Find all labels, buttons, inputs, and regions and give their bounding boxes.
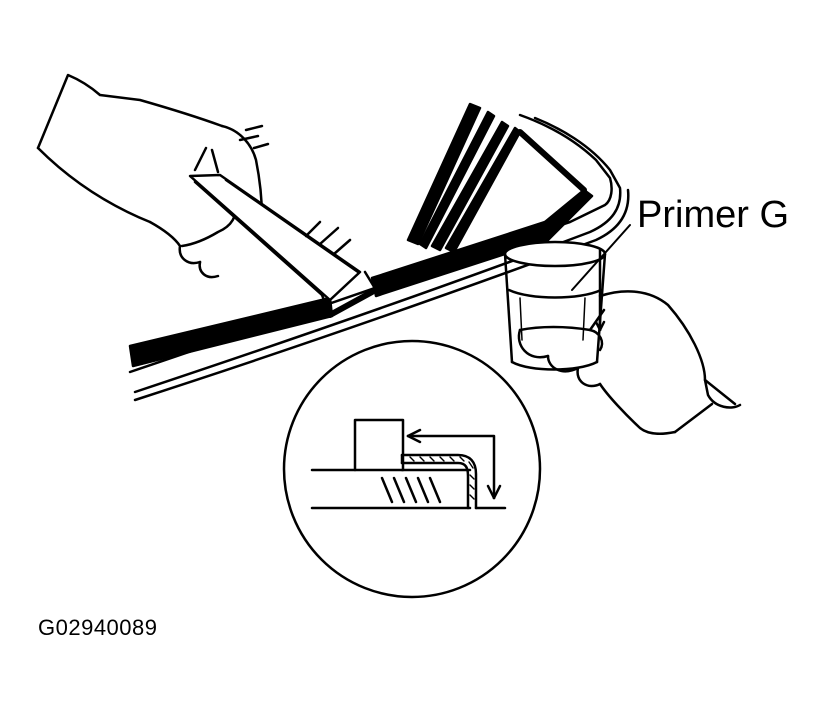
detail-magnifier-circle (282, 339, 542, 599)
hand-holding-cup (517, 290, 742, 435)
cup-of-primer (503, 240, 607, 371)
figure-code: G02940089 (38, 615, 158, 640)
black-ceramic-band (128, 102, 594, 368)
primer-leader-line (571, 224, 631, 291)
primer-label: Primer G (637, 194, 789, 236)
hand-with-brush-applicator (36, 73, 378, 318)
primer-coating-hatch (409, 456, 475, 500)
